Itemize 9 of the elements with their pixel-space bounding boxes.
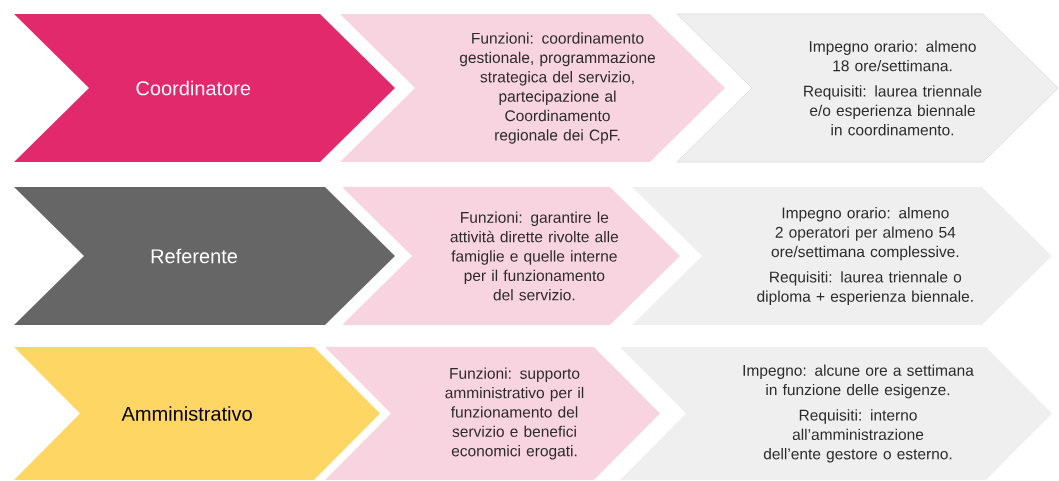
step-box: Funzioni: coordinamento gestionale, programmazione strategica del servizio, partecipazione al Coordinamento regionale dei CpF. [340, 14, 725, 162]
step-box: Amministrativo [14, 347, 380, 480]
step-box: Impegno: alcune ore a settimana in funzione delle esigenze. Requisiti: interno all’amministrazione dell’ente gestore o esterno. [620, 347, 1052, 480]
step-box: Funzioni: supporto amministrativo per il funzionamento del servizio e benefici economici erogati. [325, 347, 660, 480]
step-box: Referente [14, 187, 395, 325]
step-box: Coordinatore [14, 14, 395, 162]
step-box: Impegno orario: almeno 18 ore/settimana. Requisiti: laurea triennale e/o esperienza biennale in coordinamento. [676, 13, 1059, 163]
step-box: Impegno orario: almeno 2 operatori per almeno 54 ore/settimana complessive. Requisiti: laurea triennale o diploma + esperienza biennale. [632, 187, 1052, 325]
step-box: Funzioni: garantire le attività dirette rivolte alle famiglie e quelle interne per il funzionamento del servizio. [342, 187, 680, 325]
